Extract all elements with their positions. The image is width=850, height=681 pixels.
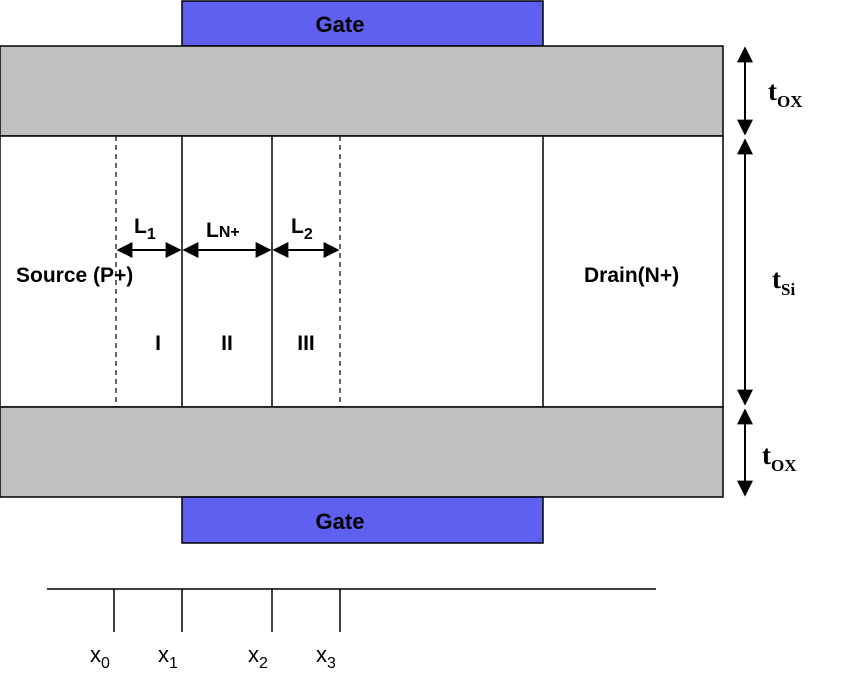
x2-label: x2	[248, 642, 268, 672]
source-label: Source (P+)	[16, 264, 133, 287]
x1-label: x1	[158, 642, 178, 672]
tox-top-label: tOX	[768, 76, 803, 111]
l1-label: L1	[134, 215, 156, 243]
top-gate	[181, 0, 544, 47]
tox-bottom-label: tOX	[762, 440, 797, 475]
drain-label: Drain(N+)	[584, 264, 679, 287]
x3-label: x3	[316, 642, 336, 672]
top-gate-label: Gate	[316, 12, 365, 37]
l2-label: L2	[291, 215, 313, 243]
top-oxide	[0, 45, 724, 137]
tsi-label: tSi	[772, 264, 795, 299]
region-i-label: I	[155, 332, 161, 355]
bottom-oxide	[0, 406, 724, 498]
bottom-gate	[181, 496, 544, 544]
region-ii-label: II	[221, 332, 233, 355]
region-iii-label: III	[297, 332, 315, 355]
silicon-body	[0, 135, 724, 408]
bottom-gate-label: Gate	[316, 509, 365, 534]
x0-label: x0	[90, 642, 110, 672]
ln-label: LN+	[206, 219, 240, 242]
